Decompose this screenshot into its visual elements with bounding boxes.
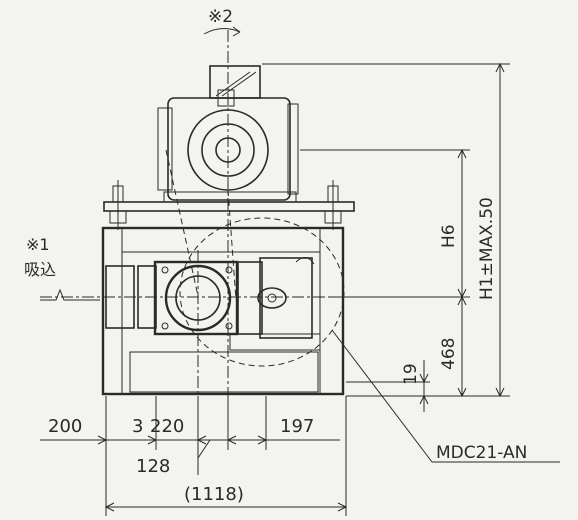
dim-1118: (1118) (184, 484, 244, 505)
h6-dimension: H6 (439, 224, 459, 248)
rotation-arc (203, 28, 241, 35)
casing-bolt-3 (161, 322, 169, 330)
terminal-lug (217, 89, 235, 107)
terminal-hatch (215, 71, 257, 97)
h1-dimension: H1±MAX.50 (477, 197, 497, 300)
casing-bolt-1 (161, 266, 169, 274)
frame-top-rail (121, 227, 321, 253)
terminal-box (209, 65, 261, 99)
pump-casing (153, 260, 239, 336)
frame-bottom-rail (129, 351, 319, 393)
casing-bolt-2 (225, 266, 233, 274)
rotation-envelope (179, 217, 345, 367)
guard-lip (295, 257, 315, 265)
dim-468: 468 (439, 338, 459, 370)
model-label: MDC21-AN (436, 443, 527, 463)
dim-128: 128 (136, 456, 170, 477)
coupling (257, 287, 287, 309)
hidden-lines (165, 149, 345, 367)
dim-19: 19 (401, 363, 421, 385)
right-bolt (324, 180, 342, 230)
note1-mark: ※1 (26, 235, 50, 254)
casing-bolt-4 (225, 322, 233, 330)
pump (105, 257, 321, 351)
dim-3: 3 (132, 416, 143, 437)
dim-220: 220 (150, 416, 184, 437)
note1-suction-label: 吸込 (24, 260, 56, 279)
frame-outline (101, 226, 345, 396)
left-bolt (109, 180, 127, 230)
suction-arrow (40, 288, 100, 301)
rotation-arrowhead (232, 26, 241, 37)
dim-197: 197 (280, 416, 314, 437)
rotation-note (203, 26, 241, 37)
motor-body (167, 97, 291, 201)
coupling-guard (259, 257, 313, 339)
dim-200: 200 (48, 416, 82, 437)
pump-base (229, 333, 321, 351)
model-leader (331, 329, 433, 463)
right-dimensions (262, 62, 510, 412)
motor-fan-cover (287, 103, 299, 195)
note2-mark: ※2 (208, 7, 233, 27)
motor-end-cap (157, 107, 173, 191)
bottom-dimensions (40, 396, 348, 516)
